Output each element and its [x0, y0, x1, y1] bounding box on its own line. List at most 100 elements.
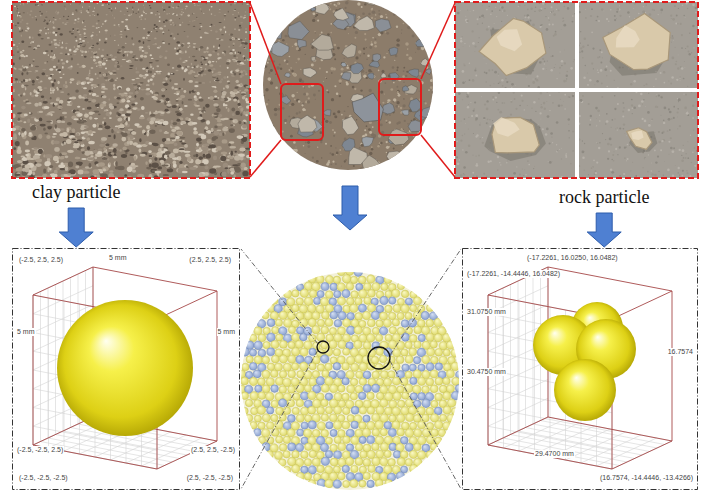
- clay-grain: [135, 78, 139, 79]
- clay-grain: [45, 99, 47, 101]
- clay-grain: [47, 61, 48, 63]
- clay-grain: [128, 15, 131, 17]
- clay-grain: [240, 22, 243, 23]
- clay-grain: [176, 119, 180, 122]
- clay-grain: [79, 34, 82, 35]
- clay-grain: [16, 168, 23, 172]
- clay-grain: [211, 24, 213, 26]
- clay-grain: [199, 29, 201, 30]
- clay-grain: [79, 43, 82, 45]
- clay-grain: [101, 5, 103, 6]
- clay-grain: [195, 159, 201, 164]
- clay-grain: [230, 168, 235, 172]
- clay-grain: [121, 77, 124, 79]
- clay-grain: [79, 11, 81, 12]
- clay-grain: [43, 87, 47, 89]
- clay-grain: [32, 36, 34, 39]
- clay-grain: [214, 96, 217, 98]
- clay-grain: [55, 32, 58, 33]
- clay-grain: [95, 104, 100, 107]
- clay-grain: [178, 44, 181, 46]
- clay-grain: [117, 86, 122, 90]
- clay-grain: [153, 97, 158, 100]
- clay-grain: [177, 65, 181, 68]
- clay-grain: [234, 167, 241, 173]
- clay-grain: [98, 27, 100, 29]
- clay-grain: [142, 50, 144, 52]
- clay-grain: [162, 41, 165, 42]
- clay-grain: [23, 4, 24, 5]
- clay-grain: [208, 61, 211, 64]
- rock-grain: [591, 167, 593, 169]
- clay-grain: [19, 2, 21, 4]
- clay-grain: [205, 104, 209, 108]
- clay-grain: [98, 66, 102, 69]
- clay-grain: [19, 28, 21, 30]
- clay-grain: [213, 131, 219, 135]
- clay-grain: [147, 46, 150, 48]
- clay-grain: [203, 13, 204, 14]
- clay-grain: [178, 156, 181, 161]
- clay-grain: [110, 106, 114, 110]
- clay-grain: [134, 86, 138, 89]
- clay-grain: [15, 141, 20, 146]
- clay-grain: [36, 19, 37, 21]
- clay-grain: [31, 116, 37, 118]
- clay-grain: [241, 125, 247, 129]
- clay-grain: [30, 42, 32, 44]
- clay-grain: [228, 46, 229, 48]
- clay-grain: [236, 57, 238, 59]
- clay-grain: [49, 32, 51, 34]
- clay-grain: [101, 91, 105, 93]
- rock-grain: [596, 80, 598, 82]
- clay-grain: [54, 19, 56, 20]
- clay-grain: [65, 155, 69, 158]
- clay-grain: [57, 120, 62, 124]
- clay-grain: [33, 49, 35, 51]
- clay-grain: [50, 87, 53, 90]
- clay-grain: [102, 95, 107, 98]
- clay-grain: [38, 34, 41, 37]
- clay-grain: [211, 86, 216, 88]
- clay-grain: [184, 60, 187, 62]
- rock-grain: [643, 6, 644, 7]
- clay-grain: [144, 50, 146, 52]
- clay-grain: [220, 39, 223, 40]
- clay-grain: [201, 10, 203, 12]
- clay-grain: [148, 80, 150, 83]
- clay-grain: [169, 20, 171, 22]
- clay-grain: [99, 144, 104, 147]
- clay-grain: [91, 56, 92, 58]
- rock-grain: [552, 55, 554, 57]
- clay-grain: [154, 38, 157, 40]
- clay-grain: [64, 5, 66, 7]
- clay-grain: [109, 117, 112, 119]
- clay-grain: [210, 30, 212, 32]
- clay-grain: [59, 153, 62, 157]
- rock-grain: [609, 138, 612, 141]
- clay-grain: [83, 20, 85, 22]
- clay-grain: [196, 17, 197, 18]
- clay-grain: [63, 84, 66, 87]
- clay-grain: [66, 22, 69, 23]
- clay-grain: [89, 6, 91, 7]
- clay-grain: [84, 126, 89, 129]
- clay-grain: [103, 111, 107, 113]
- clay-grain: [179, 57, 181, 59]
- clay-grain: [190, 114, 193, 116]
- clay-grain: [68, 16, 69, 17]
- clay-grain: [216, 61, 217, 62]
- clay-grain: [222, 4, 224, 6]
- clay-grain: [118, 87, 121, 90]
- rock-grain: [462, 46, 464, 48]
- clay-grain: [229, 156, 234, 159]
- clay-grain: [17, 81, 19, 83]
- clay-grain: [194, 90, 197, 92]
- rock-grain: [579, 11, 581, 13]
- clay-grain: [114, 96, 117, 99]
- clay-grain: [194, 65, 196, 67]
- clay-grain: [163, 2, 164, 3]
- clay-grain: [80, 36, 83, 38]
- rock-grain: [475, 136, 477, 138]
